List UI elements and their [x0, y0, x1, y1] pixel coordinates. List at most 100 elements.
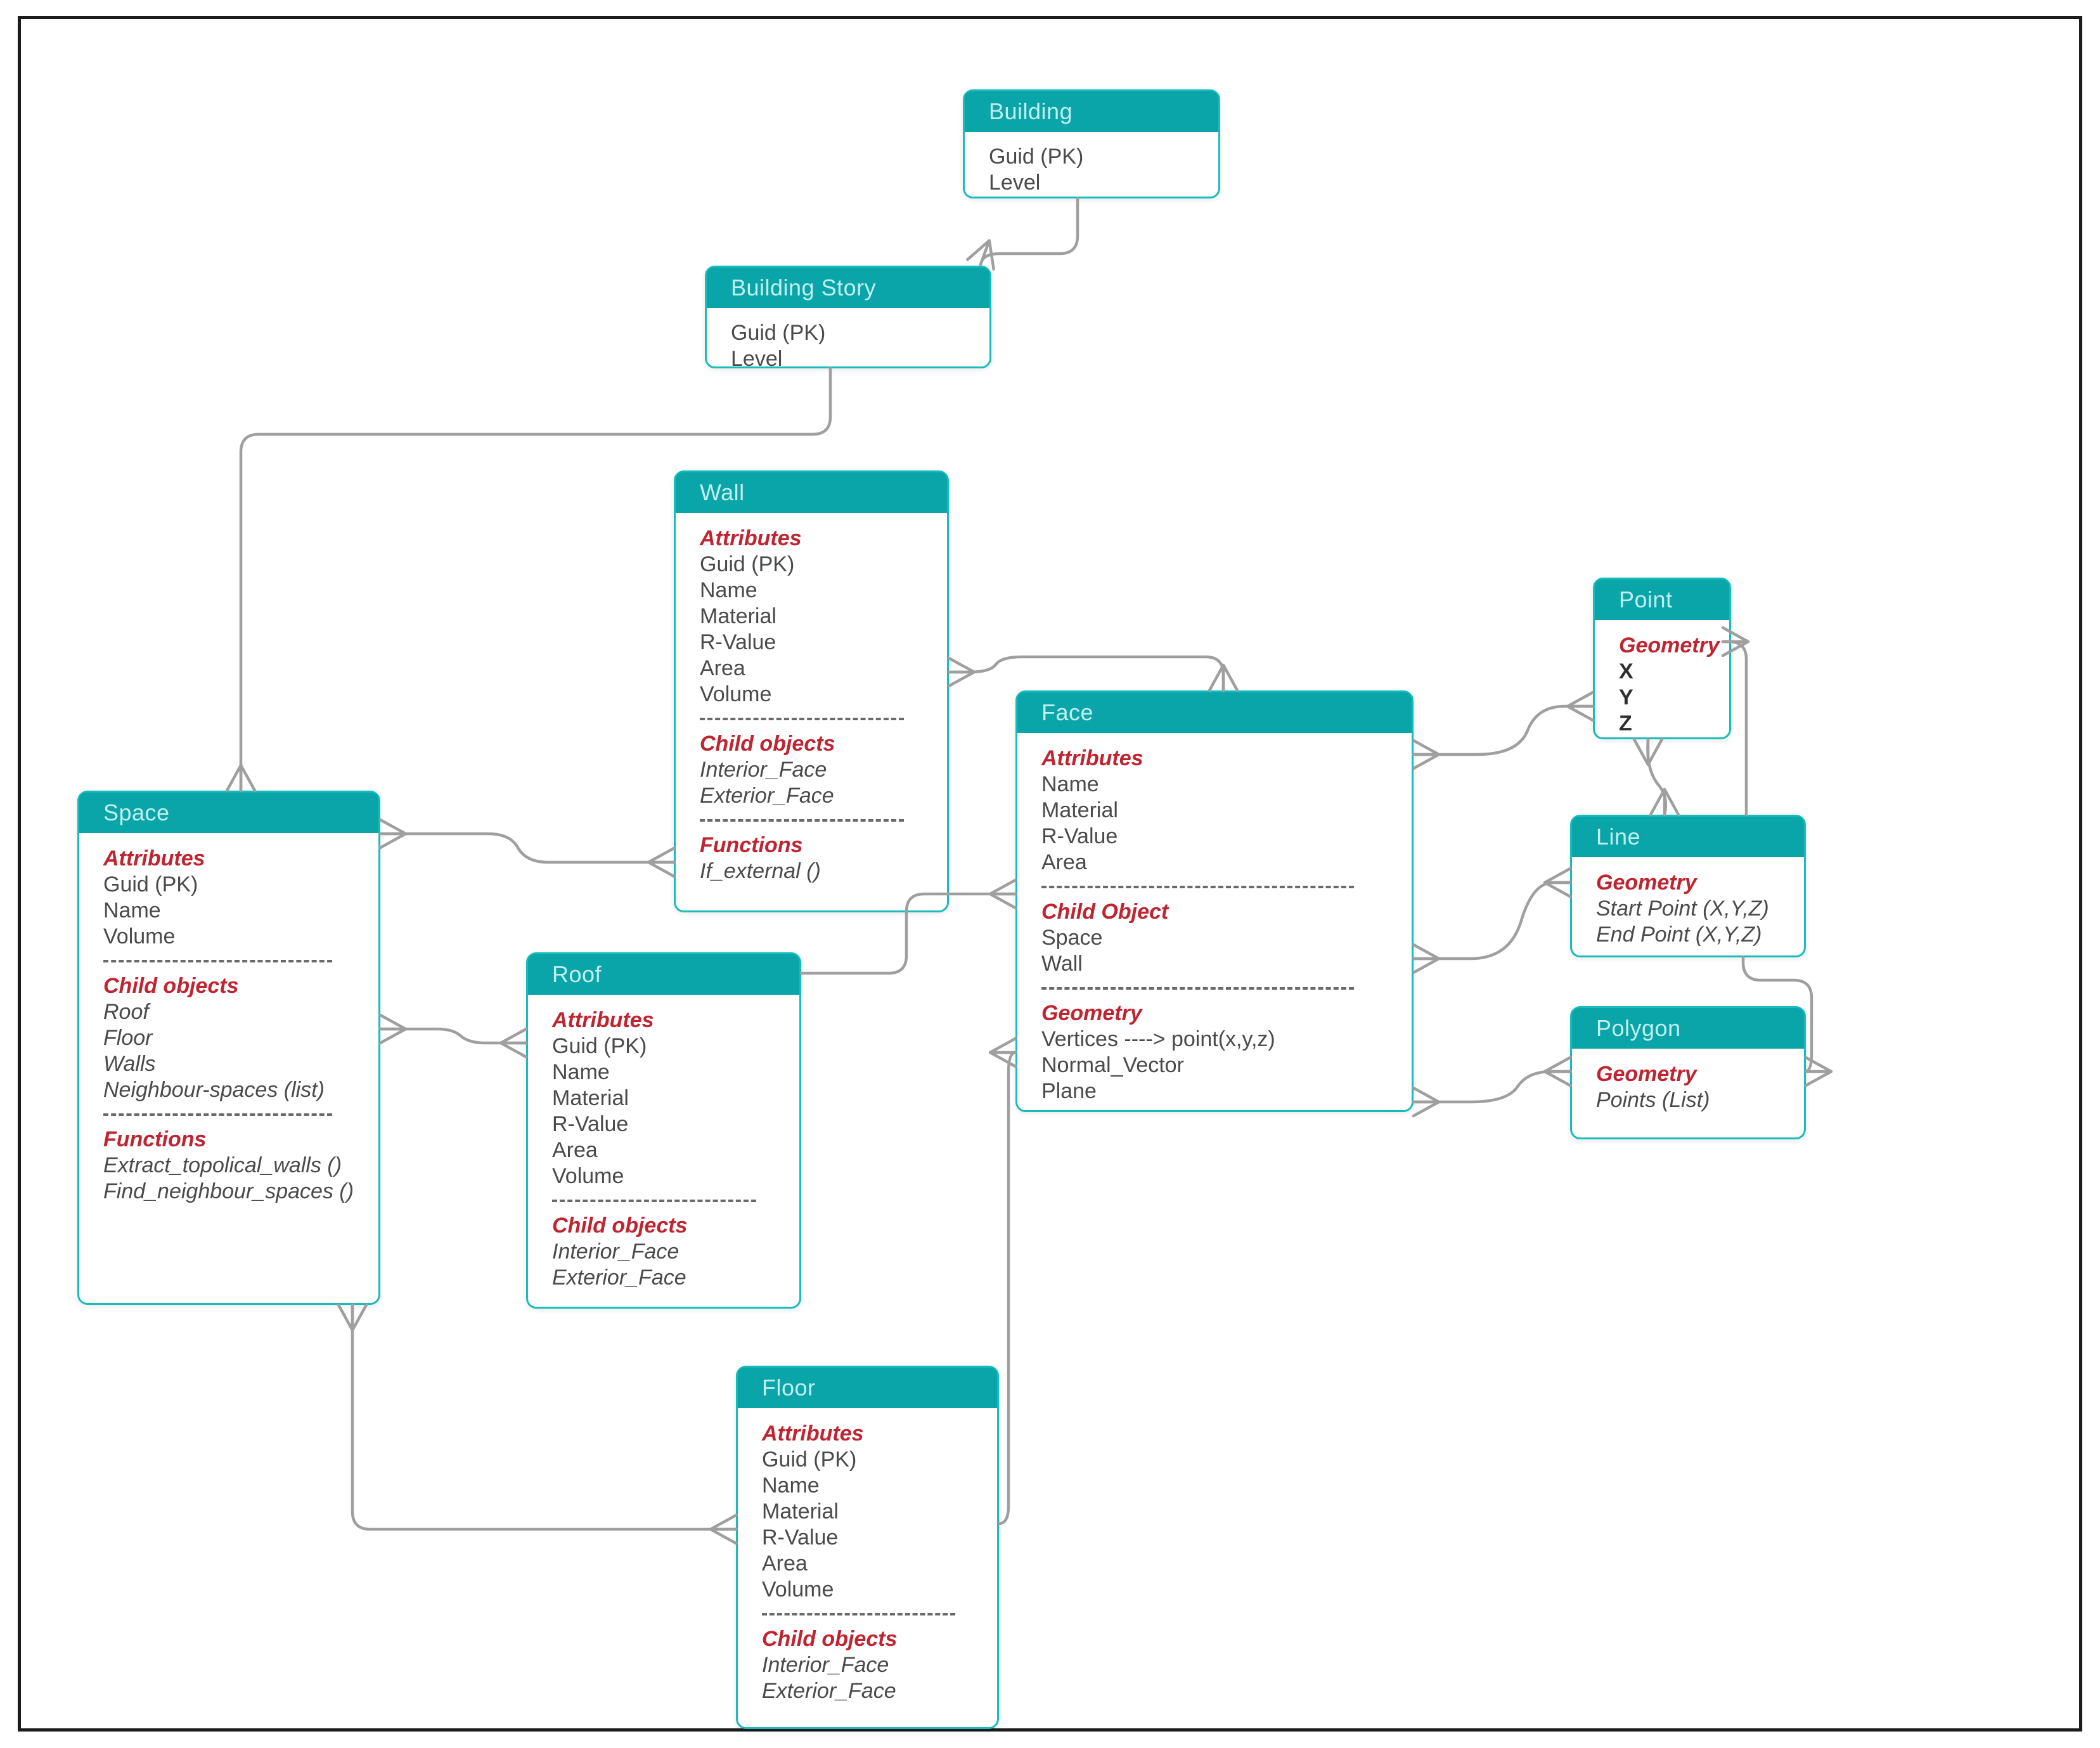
- field-item: R-Value: [1041, 824, 1118, 848]
- section-heading: Child objects: [762, 1627, 898, 1651]
- field-item: Exterior_Face: [762, 1679, 896, 1703]
- field-item: Z: [1619, 711, 1632, 735]
- field-item: Material: [552, 1086, 629, 1110]
- section-heading: Attributes: [762, 1421, 864, 1446]
- field-item: Points (List): [1596, 1088, 1710, 1112]
- field-item: Exterior_Face: [700, 784, 834, 808]
- entity-body: Guid (PK)Level: [707, 311, 989, 372]
- entity-title: Building Story: [731, 275, 877, 301]
- section-divider: [103, 1113, 332, 1116]
- field-item: Guid (PK): [731, 321, 826, 345]
- entity-title: Point: [1619, 586, 1673, 612]
- section-heading: Geometry: [1619, 633, 1720, 657]
- section-heading: Child Object: [1041, 900, 1169, 924]
- entity-header[interactable]: Line: [1572, 817, 1804, 860]
- entity-header[interactable]: Building Story: [707, 268, 989, 311]
- entity-header[interactable]: Face: [1017, 692, 1412, 736]
- entity-header[interactable]: Roof: [528, 954, 799, 998]
- field-item: Area: [552, 1138, 598, 1162]
- field-item: R-Value: [552, 1112, 629, 1136]
- field-item: Y: [1619, 685, 1633, 709]
- section-divider: [103, 960, 332, 962]
- field-item: Find_neighbour_spaces (): [103, 1179, 354, 1203]
- field-item: Guid (PK): [762, 1447, 857, 1472]
- field-item: Name: [700, 578, 757, 602]
- field-item: Interior_Face: [552, 1240, 680, 1264]
- field-item: Exterior_Face: [552, 1266, 686, 1290]
- entity-header[interactable]: Building: [965, 91, 1218, 135]
- field-item: Name: [762, 1473, 820, 1498]
- entity-header[interactable]: Point: [1595, 579, 1729, 623]
- entity-title: Line: [1596, 824, 1641, 850]
- field-item: Material: [762, 1499, 839, 1524]
- field-item: R-Value: [700, 630, 776, 654]
- field-item: Level: [989, 171, 1041, 195]
- field-item: Wall: [1041, 952, 1083, 976]
- entity-body: Guid (PK)Level: [965, 135, 1218, 196]
- section-heading: Functions: [103, 1127, 207, 1151]
- entity-title: Roof: [552, 961, 602, 987]
- entity-title: Floor: [762, 1375, 816, 1401]
- field-item: Extract_topolical_walls (): [103, 1153, 342, 1177]
- field-item: Volume: [700, 682, 772, 706]
- section-divider: [700, 819, 905, 822]
- section-divider: [552, 1200, 757, 1202]
- field-item: Roof: [103, 1000, 149, 1024]
- field-item: Guid (PK): [700, 552, 795, 576]
- section-divider: [762, 1613, 956, 1615]
- field-item: Volume: [552, 1164, 624, 1188]
- field-item: Start Point (X,Y,Z): [1596, 897, 1769, 921]
- entity-title: Polygon: [1596, 1015, 1681, 1041]
- section-heading: Functions: [700, 833, 803, 857]
- field-item: Area: [700, 656, 745, 680]
- field-item: Space: [1041, 926, 1103, 950]
- section-heading: Child objects: [700, 732, 835, 756]
- section-heading: Geometry: [1596, 871, 1697, 895]
- section-heading: Attributes: [552, 1008, 654, 1032]
- field-item: Plane: [1041, 1079, 1097, 1103]
- section-heading: Geometry: [1596, 1062, 1697, 1086]
- field-item: Volume: [103, 924, 176, 948]
- section-heading: Child objects: [103, 974, 239, 998]
- entity-title: Wall: [700, 479, 745, 505]
- field-item: Guid (PK): [989, 145, 1084, 169]
- entity-title: Building: [989, 98, 1073, 124]
- section-divider: [700, 718, 905, 720]
- field-item: Walls: [103, 1052, 156, 1076]
- field-item: Neighbour-spaces (list): [103, 1078, 325, 1102]
- field-item: X: [1619, 659, 1633, 683]
- field-item: Name: [1041, 772, 1099, 796]
- field-item: Name: [552, 1060, 610, 1084]
- field-item: Interior_Face: [762, 1653, 889, 1677]
- entity-header[interactable]: Floor: [738, 1368, 997, 1411]
- field-item: Normal_Vector: [1041, 1053, 1184, 1077]
- entity-header[interactable]: Space: [79, 793, 378, 836]
- field-item: Name: [103, 898, 161, 923]
- entity-header[interactable]: Polygon: [1572, 1008, 1804, 1052]
- section-heading: Geometry: [1041, 1001, 1142, 1025]
- field-item: Vertices ----> point(x,y,z): [1041, 1027, 1275, 1051]
- section-heading: Child objects: [552, 1214, 688, 1238]
- field-item: Guid (PK): [103, 872, 198, 897]
- field-item: Volume: [762, 1577, 834, 1602]
- field-item: R-Value: [762, 1525, 839, 1550]
- entity-header[interactable]: Wall: [676, 472, 947, 516]
